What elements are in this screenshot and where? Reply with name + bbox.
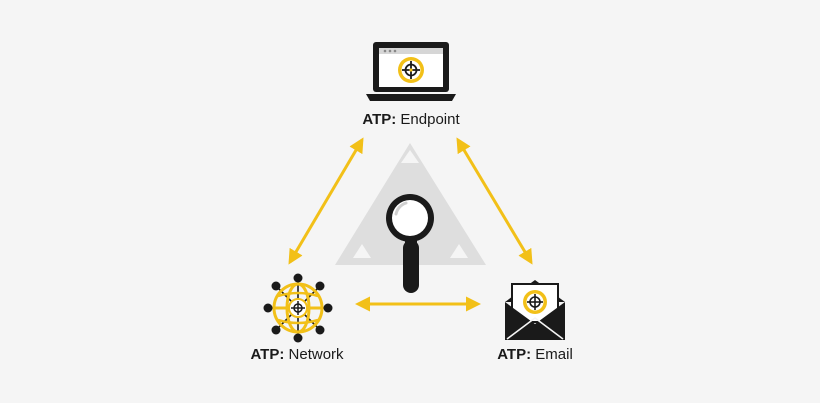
target-icon — [398, 57, 424, 83]
label-network-name: Network — [288, 346, 344, 363]
envelope-icon — [505, 280, 565, 340]
arrow-endpoint-network — [288, 137, 364, 265]
label-network: ATP: Network — [250, 346, 343, 364]
label-email-prefix: ATP: — [497, 346, 532, 363]
label-endpoint: ATP: Endpoint — [362, 111, 459, 129]
laptop-icon — [366, 42, 456, 101]
globe-network-icon — [263, 273, 333, 343]
label-endpoint-name: Endpoint — [400, 111, 460, 128]
label-email-name: Email — [535, 346, 573, 363]
label-network-prefix: ATP: — [250, 346, 285, 363]
label-endpoint-prefix: ATP: — [362, 111, 397, 128]
arrow-endpoint-email — [456, 137, 533, 265]
label-email: ATP: Email — [497, 346, 573, 364]
magnifying-glass-icon — [386, 194, 434, 293]
target-icon — [523, 290, 547, 314]
